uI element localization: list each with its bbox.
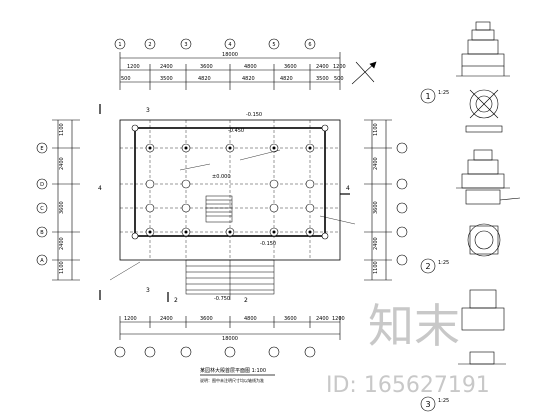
section-label: 3 [146, 107, 150, 114]
right-dim-labels: 1100 2400 3600 2400 1100 [373, 123, 379, 274]
detail-markers [420, 88, 436, 412]
right-axis-bubbles [396, 142, 408, 266]
top-dim: 3500 [316, 76, 329, 82]
right-dim: 2400 [373, 157, 379, 170]
top-dim: 4820 [242, 76, 255, 82]
elevation-marks: -0.150 ±0.000 -0.450 -0.150 -0.750 [212, 112, 276, 302]
watermark-logo: 知末 [368, 299, 460, 353]
axis-label: 1 [118, 42, 121, 48]
section-label: 4 [98, 185, 102, 192]
detail-label: 3 [425, 400, 430, 409]
axis-label: 6 [308, 42, 311, 48]
bottom-dim-row1: 1200 2400 3600 4800 3600 2400 1200 [124, 316, 345, 322]
central-stair [205, 195, 233, 223]
top-axis-labels: 1 2 3 4 5 6 [118, 42, 311, 48]
elevation-label: -0.150 [260, 241, 276, 247]
top-dim: 2400 [160, 64, 173, 70]
bottom-dim: 1200 [124, 316, 137, 322]
top-overall-dim: 18000 [222, 52, 238, 58]
plan-note: 说明：图中未注明尺寸均以轴线为准 [200, 377, 264, 383]
detail-label: 2 [425, 262, 430, 271]
detail-3-drawing [458, 289, 506, 365]
left-dim: 2400 [59, 157, 65, 170]
bottom-dim: 4800 [244, 316, 257, 322]
bottom-dim: 2400 [160, 316, 173, 322]
watermark-id: ID: 165627191 [326, 373, 490, 398]
top-dim: 500 [334, 76, 344, 82]
axis-label: 4 [228, 42, 231, 48]
bottom-dim: 1200 [332, 316, 345, 322]
left-dim: 3600 [59, 201, 65, 214]
axis-label: 5 [272, 42, 275, 48]
top-dimension-lines [119, 52, 341, 90]
elevation-label: -0.750 [214, 296, 230, 302]
right-dim: 1100 [373, 261, 379, 274]
north-arrow-icon [351, 61, 377, 85]
elevation-label: -0.450 [228, 128, 244, 134]
top-dim: 3600 [200, 64, 213, 70]
top-dim-row1: 1200 2400 3600 4800 3600 2400 1200 [127, 64, 346, 70]
section-label: 2 [174, 297, 178, 304]
detail-scale: 1:25 [438, 398, 449, 404]
top-dim: 4820 [198, 76, 211, 82]
bottom-dimension-lines [119, 316, 341, 340]
axis-label: 2 [148, 42, 151, 48]
elevation-label: ±0.000 [212, 174, 231, 180]
left-axis-labels: E D C B A [40, 146, 44, 264]
right-dimension-lines [364, 119, 392, 281]
axis-label: B [40, 230, 44, 236]
right-dim: 1100 [373, 123, 379, 136]
detail-2-drawing [456, 149, 521, 257]
detail-label: 1 [425, 92, 430, 101]
top-dim: 3600 [284, 64, 297, 70]
detail-scale: 1:25 [438, 260, 449, 266]
left-dim: 1100 [59, 123, 65, 136]
top-dim: 3500 [160, 76, 173, 82]
top-dim: 1200 [333, 64, 346, 70]
top-dim-row2: 500 3500 4820 4820 4820 3500 500 [121, 76, 344, 82]
bottom-overall-dim: 18000 [222, 336, 238, 342]
left-dim: 1100 [59, 261, 65, 274]
building-outline [119, 119, 341, 261]
left-axis-bubbles [36, 142, 48, 266]
detail-marker-labels: 1 2 3 1:25 1:25 1:25 [425, 90, 449, 409]
axis-label: D [40, 182, 44, 188]
top-dim: 500 [121, 76, 131, 82]
axis-label: A [40, 258, 44, 264]
elevation-label: -0.150 [246, 112, 262, 118]
section-label: 4 [346, 185, 350, 192]
bottom-axis-bubbles [114, 346, 316, 358]
section-mark-labels: 3 4 2 2 3 4 [98, 107, 350, 304]
section-label: 2 [244, 297, 248, 304]
bottom-dim: 3600 [200, 316, 213, 322]
top-dim: 2400 [316, 64, 329, 70]
column-cores [148, 146, 312, 234]
right-dim: 3600 [373, 201, 379, 214]
column-grid [131, 124, 329, 240]
front-steps [185, 259, 275, 300]
leader-lines [109, 149, 356, 281]
top-dim: 4820 [280, 76, 293, 82]
axis-label: 3 [184, 42, 187, 48]
right-dim: 2400 [373, 237, 379, 250]
axis-label: E [40, 146, 43, 152]
top-dim: 1200 [127, 64, 140, 70]
left-dim-labels: 1100 2400 3600 2400 1100 [59, 123, 65, 274]
left-dim: 2400 [59, 237, 65, 250]
section-label: 3 [146, 287, 150, 294]
axis-label: C [40, 206, 44, 212]
top-axis-bubbles [114, 38, 316, 50]
bottom-dim: 3600 [284, 316, 297, 322]
top-dim: 4800 [244, 64, 257, 70]
left-dimension-lines [52, 119, 80, 281]
detail-scale: 1:25 [438, 90, 449, 96]
section-marks [99, 104, 350, 302]
detail-1-drawing [456, 21, 510, 133]
plan-title: 某园林大殿首层平面图 1:100 [200, 367, 266, 374]
bottom-dim: 2400 [316, 316, 329, 322]
